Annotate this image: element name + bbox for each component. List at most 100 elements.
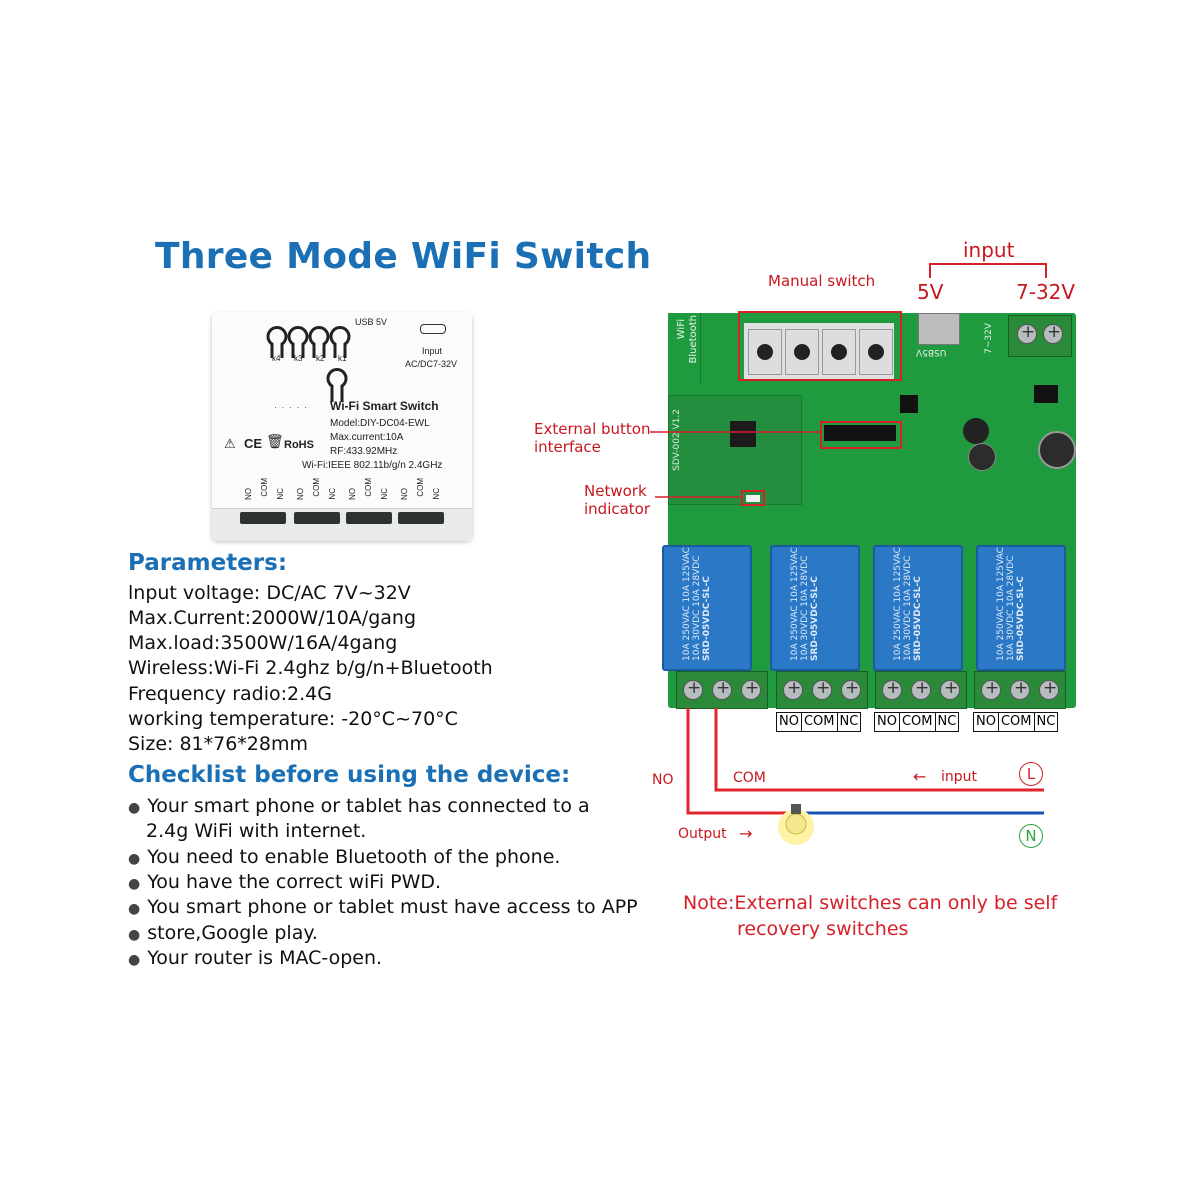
relay-model: SRD-05VDC-SL-C: [810, 576, 820, 661]
page-title: Three Mode WiFi Switch: [155, 236, 652, 277]
terminal-label: NC: [328, 488, 337, 500]
relay-rating: 10A 250VAC 10A 125VAC: [996, 547, 1006, 661]
input-label: Input: [422, 346, 443, 356]
relay-rating: 10A 30VDC 10A 28VDC: [1006, 555, 1016, 661]
parameter-item: Max.Current:2000W/10A/gang: [128, 607, 417, 629]
output-arrow-icon: →: [739, 824, 753, 843]
terminal-no: NO: [875, 713, 900, 731]
bullet-icon: ●: [128, 901, 141, 917]
network-led-icon: [746, 495, 760, 502]
screw-icon: [783, 678, 803, 700]
usb-label: USB 5V: [355, 317, 388, 327]
checklist-text: You need to enable Bluetooth of the phon…: [147, 846, 561, 868]
bluetooth-silk: Bluetooth: [688, 315, 699, 364]
product-max-current: Max.current:10A: [330, 432, 404, 443]
housing-terminal-labels: NO COM NC NO COM NC NO COM NC NO COM NC: [244, 478, 444, 508]
key-label-k2: k2: [316, 354, 325, 363]
terminal-label: NC: [276, 488, 285, 500]
terminal-label: NO: [400, 488, 409, 500]
label-5v: 5V: [917, 280, 944, 304]
inductor-icon: [963, 418, 989, 444]
screw-icon: [712, 678, 732, 700]
checklist-item: ●You smart phone or tablet must have acc…: [128, 896, 638, 918]
terminal-label: NO: [296, 488, 305, 500]
housing-terminal: [240, 512, 286, 524]
housing-terminal: [346, 512, 392, 524]
capacitor-icon: [1038, 431, 1076, 469]
checklist-heading: Checklist before using the device:: [128, 762, 571, 788]
label-7-32v: 7-32V: [1016, 280, 1076, 304]
note: Note:External switches can only be self …: [683, 890, 1057, 942]
terminal-nc: NC: [1036, 714, 1056, 729]
terminal-label: COM: [416, 478, 425, 497]
checklist-text: store,Google play.: [147, 922, 318, 944]
chip-icon: [730, 421, 756, 447]
usb-port-icon: [420, 324, 446, 334]
screw-icon: [741, 678, 761, 700]
input-label-top: input: [963, 238, 1015, 262]
terminal-label: NC: [380, 488, 389, 500]
neutral-symbol: N: [1019, 824, 1043, 848]
terminal-label: COM: [260, 478, 269, 497]
relay-model: SRD-05VDC-SL-C: [702, 576, 712, 661]
checklist-item: ●Your smart phone or tablet has connecte…: [128, 795, 590, 817]
checklist-text: You have the correct wiFi PWD.: [147, 871, 442, 893]
key-label-k1: k1: [338, 354, 347, 363]
screw-icon: [683, 678, 703, 700]
screw-icon: [1039, 678, 1059, 700]
checklist-item: ● You have the correct wiFi PWD.: [128, 871, 441, 893]
key-label-k3: k3: [294, 354, 303, 363]
terminal-label: NO: [244, 488, 253, 500]
screw-icon: [940, 678, 960, 700]
relay-rating: 10A 250VAC 10A 125VAC: [682, 547, 692, 661]
relay-rating: 10A 30VDC 10A 28VDC: [692, 555, 702, 661]
bullet-icon: ●: [128, 876, 141, 892]
usb-port-icon: [918, 313, 960, 345]
no-wire: [686, 708, 786, 815]
wire-label-no: NO: [652, 772, 674, 788]
parameter-item: Wireless:Wi-Fi 2.4ghz b/g/n+Bluetooth: [128, 657, 493, 679]
product-housing: USB 5V Input AC/DC7-32V k4 k3 k2 k1 · · …: [212, 312, 472, 541]
screw-icon: [981, 678, 1001, 700]
wire-label-input: input: [941, 769, 978, 785]
rohs-mark: RoHS: [284, 439, 314, 451]
antenna-edge: [668, 313, 701, 383]
input-spec: AC/DC7-32V: [405, 359, 458, 369]
product-model: Model:DIY-DC04-EWL: [330, 418, 430, 429]
wire-label-com: COM: [733, 770, 766, 786]
checklist-item: ●Your router is MAC-open.: [128, 947, 382, 969]
product-wifi: Wi-Fi:IEEE 802.11b/g/n 2.4GHz: [302, 460, 443, 471]
external-button-label-2: interface: [534, 438, 601, 456]
power-terminal: [1008, 315, 1072, 357]
tact-switch[interactable]: [859, 329, 893, 375]
product-name: Wi-Fi Smart Switch: [330, 399, 439, 413]
external-button-highlight: [820, 421, 902, 449]
tact-switch[interactable]: [748, 329, 782, 375]
terminal-no: NO: [777, 713, 802, 731]
wifi-module: [668, 395, 802, 505]
terminal-nc: NC: [839, 714, 859, 729]
terminal-com: COM: [999, 713, 1035, 731]
relay-terminal-block: [974, 671, 1066, 709]
bullet-icon: ●: [128, 851, 141, 867]
tact-switch[interactable]: [822, 329, 856, 375]
terminal-label: COM: [312, 478, 321, 497]
relay-model: SRD-05VDC-SL-C: [1016, 576, 1026, 661]
input-arrow-icon: ←: [913, 767, 927, 786]
note-line-1: Note:External switches can only be self: [683, 892, 1058, 914]
pcb-board: WiFi Bluetooth SDV-002 V1.2 USB5V 7~32V …: [662, 313, 1076, 709]
relay-terminal-block: [875, 671, 967, 709]
vent-dots: · · · · ·: [274, 402, 308, 412]
relay-model: SRD-05VDC-SL-C: [913, 576, 923, 661]
tact-switch[interactable]: [785, 329, 819, 375]
product-rf: RF:433.92MHz: [330, 446, 398, 457]
terminal-no: NO: [974, 713, 999, 731]
wiring-diagram: [686, 708, 1044, 845]
